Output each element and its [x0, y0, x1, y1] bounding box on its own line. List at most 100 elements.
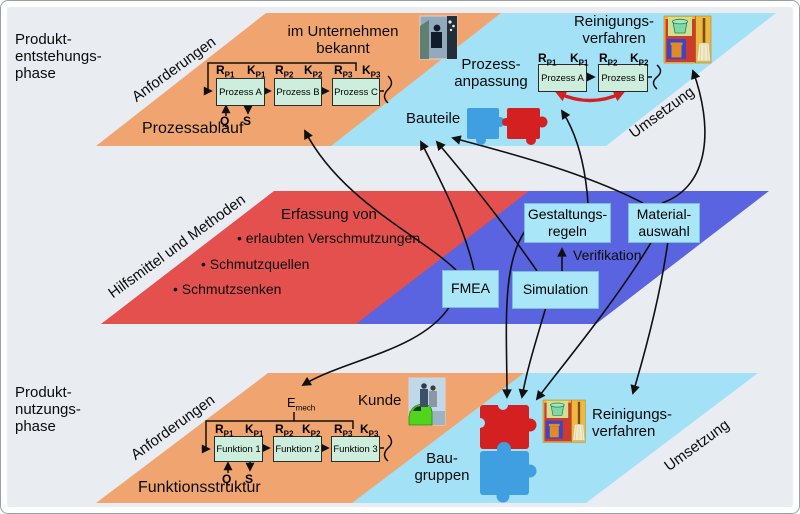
- gestaltungsregeln-box: Gestaltungs- regeln: [524, 203, 611, 243]
- process-box-b: Prozess B: [274, 78, 322, 106]
- puzzle-blue-tab: [476, 135, 486, 145]
- q-label: Q: [220, 114, 230, 128]
- puzzle-red-icon: [480, 405, 529, 449]
- erfassung-title: Erfassung von: [281, 206, 377, 223]
- factory-photo-machine-right: [447, 16, 457, 59]
- puzzle-blue-tab: [523, 464, 537, 478]
- function-box-2: Funktion 2: [273, 436, 322, 462]
- cleaning-pictogram-bottom: [541, 398, 587, 444]
- puzzle-blue-icon: [467, 108, 499, 139]
- coeff-r3: RP3: [334, 63, 353, 80]
- car-window: [413, 406, 421, 411]
- band-top-lightblue: [299, 13, 776, 146]
- phase-label-top: Produkt- entstehungs- phase: [15, 31, 102, 83]
- coeff-r1: RP1: [215, 422, 234, 439]
- function-box-3: Funktion 3: [331, 436, 380, 462]
- erfassung-bullet-3: • Schmutzsenken: [173, 281, 282, 297]
- feedback-bracket: [203, 62, 357, 96]
- fmea-box: FMEA: [442, 270, 499, 308]
- s-label: S: [245, 472, 254, 486]
- process-box-a: Prozess A: [216, 78, 265, 106]
- q-label: Q: [222, 472, 232, 486]
- cleaning-pictogram-top: [662, 14, 713, 65]
- puzzle-red-tab: [526, 135, 536, 145]
- spark-dot: [449, 28, 453, 32]
- materialauswahl-box: Material- auswahl: [628, 203, 700, 243]
- simulation-box: Simulation: [512, 271, 599, 309]
- arrow-fmea-to-emech: [301, 305, 451, 386]
- puzzle-pieces-top: [467, 108, 548, 145]
- reinigungsverfahren-heading-bottom: Reinigungs- verfahren: [592, 406, 673, 441]
- coeff-k2: KP2: [302, 422, 321, 439]
- band-bottom-lightblue: [304, 373, 758, 503]
- bauteile-label: Bauteile: [406, 110, 461, 127]
- puzzle-blue-tab: [495, 117, 505, 127]
- erfassung-bullet-2: • Schmutzquellen: [201, 256, 310, 272]
- emech-label: Emech: [287, 395, 316, 413]
- im-unternehmen-heading: im Unternehmen bekannt: [287, 23, 399, 58]
- coeff-r2: RP2: [275, 63, 294, 80]
- puzzle-red-tab: [523, 418, 537, 432]
- worker-body: [431, 32, 442, 48]
- prozessanpassung-label: Prozess- anpassung: [454, 56, 528, 91]
- puzzle-red-tab: [536, 116, 548, 128]
- break-squiggle: [383, 434, 393, 462]
- process-box-b2: Prozess B: [598, 64, 648, 92]
- baugruppen-label: Bau- gruppen: [414, 450, 470, 485]
- puzzle-blue-tab: [497, 442, 511, 456]
- puzzle-pieces-bottom: [475, 400, 537, 503]
- erfassung-bullet-1: • erlaubten Verschmutzungen: [237, 230, 421, 246]
- break-squiggle: [383, 75, 393, 104]
- function-chain-lines: [201, 412, 393, 473]
- person-head: [421, 383, 427, 389]
- arrow-simulation-to-baugruppen: [518, 306, 547, 399]
- puzzle-red-notch: [498, 400, 508, 410]
- band-middle-red: [101, 191, 529, 324]
- arrow-gestaltung-to-baugruppen: [502, 230, 526, 399]
- arrow-fmea-to-prozessablauf: [304, 129, 457, 271]
- arrow-material-to-reinigung-top: [661, 69, 706, 204]
- customer-photo: [408, 377, 446, 426]
- coeff-k1: KP1: [245, 422, 264, 439]
- function-box-1: Funktion 1: [214, 436, 263, 462]
- coeff-k1: KP1: [570, 51, 589, 68]
- coeff-r3: RP3: [334, 422, 353, 439]
- coeff-k3: KP3: [362, 63, 381, 80]
- puzzle-red-icon: [507, 108, 540, 139]
- phase-label-bottom: Produkt- nutzungs- phase: [15, 384, 81, 436]
- kunde-label: Kunde: [358, 392, 402, 409]
- arrow-material-to-bauteile: [451, 135, 644, 204]
- coeff-r1: RP1: [538, 51, 557, 68]
- puzzle-red-notch: [475, 418, 485, 428]
- person-body: [420, 389, 428, 407]
- reinigungsverfahren-heading-top: Reinigungs- verfahren: [573, 13, 655, 48]
- spark-dot: [452, 24, 455, 28]
- puzzle-blue-icon: [480, 451, 529, 495]
- coeff-k2: KP2: [630, 51, 649, 68]
- factory-photo-machine-left: [420, 20, 429, 59]
- arrow-material-to-reinigung-bottom: [630, 240, 669, 395]
- puzzle-blue-tab: [496, 489, 510, 503]
- worker-head: [433, 24, 441, 32]
- spark-dot: [448, 20, 452, 24]
- person-head: [430, 385, 436, 391]
- puzzle-red-tab: [502, 118, 510, 126]
- coeff-k3: KP3: [360, 422, 379, 439]
- s-label: S: [243, 114, 252, 128]
- process-box-a2: Prozess A: [538, 64, 587, 92]
- method-connection-arrows: [301, 69, 706, 401]
- arrow-fmea-to-bauteile: [420, 140, 475, 271]
- prozessablauf-caption: Prozessablauf: [142, 120, 244, 137]
- process-box-c: Prozess C: [332, 78, 380, 106]
- coeff-k1: KP1: [247, 63, 266, 80]
- process-swap-double-arrow: [555, 91, 625, 103]
- coeff-r2: RP2: [275, 422, 294, 439]
- person-body: [429, 391, 437, 407]
- coeff-r2: RP2: [599, 51, 618, 68]
- arrow-gestaltung-to-prozessanpassung: [560, 109, 589, 204]
- verifikation-label: Verifikation: [573, 247, 642, 263]
- break-squiggle: [652, 64, 662, 90]
- funktionsstruktur-caption: Funktionsstruktur: [138, 479, 261, 496]
- arrow-simulation-to-bauteile: [435, 140, 538, 272]
